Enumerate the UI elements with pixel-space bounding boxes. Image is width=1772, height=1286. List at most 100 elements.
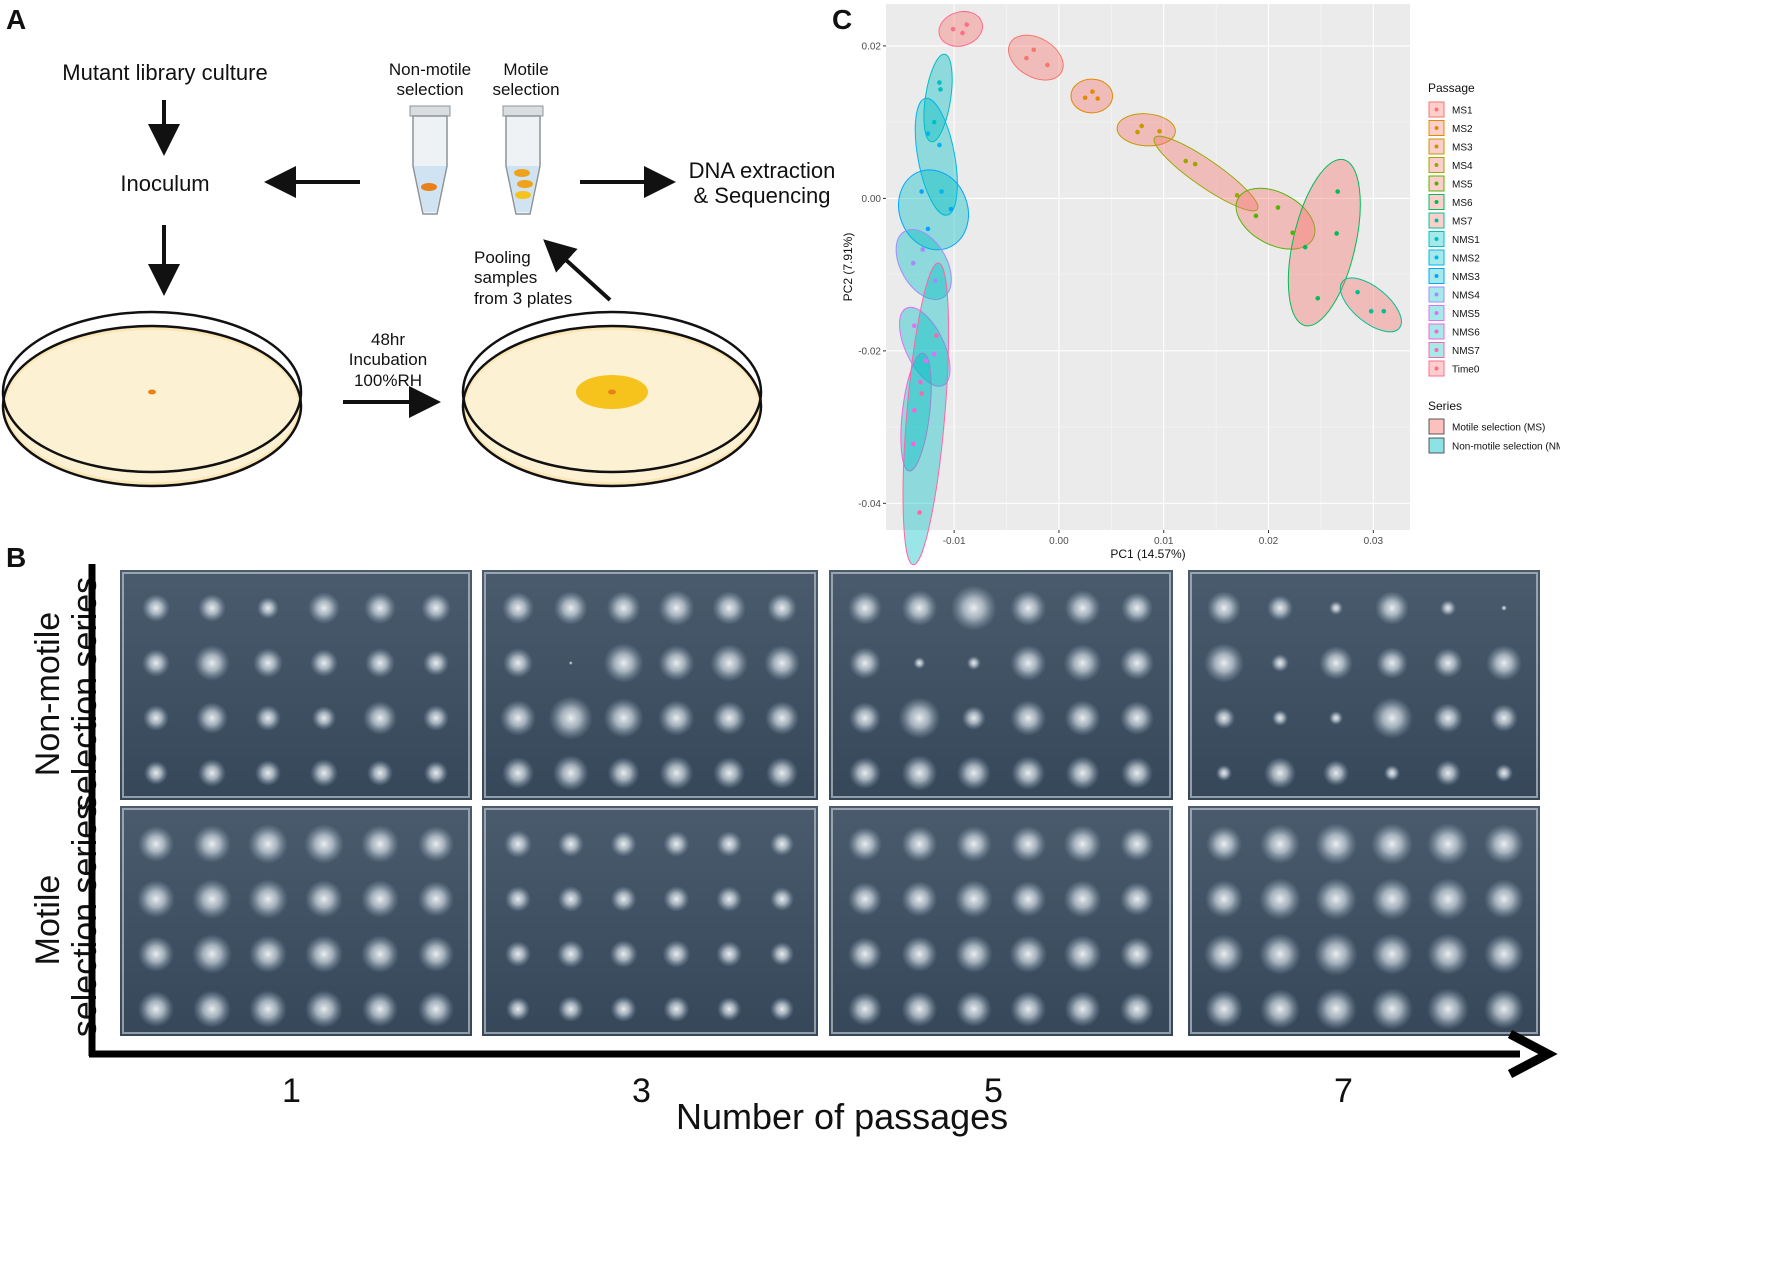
plate-photo-non-motile-p1 bbox=[120, 570, 472, 800]
colony bbox=[913, 657, 926, 669]
colony bbox=[610, 831, 637, 857]
data-point-ms4 bbox=[1183, 158, 1189, 164]
colony bbox=[1205, 990, 1243, 1028]
colony bbox=[255, 760, 281, 786]
colony bbox=[710, 644, 749, 682]
colony bbox=[1329, 601, 1343, 615]
colony bbox=[961, 706, 986, 730]
data-point-nms4 bbox=[932, 278, 938, 284]
colony bbox=[1010, 881, 1047, 917]
legend-item-nms5: NMS5 bbox=[1428, 304, 1480, 322]
confidence-ellipse-nms5 bbox=[899, 306, 951, 387]
colony bbox=[1010, 645, 1047, 681]
legend-item-nms2: NMS2 bbox=[1428, 249, 1480, 266]
data-point-nms1 bbox=[931, 119, 937, 125]
colony bbox=[956, 756, 991, 790]
legend-item-ms7: MS7 bbox=[1428, 212, 1473, 229]
data-point-ms5 bbox=[1275, 205, 1281, 210]
non-motile-selection-label: Non-motile selection bbox=[388, 60, 472, 100]
colony bbox=[898, 697, 941, 739]
data-point-ms6 bbox=[1335, 189, 1340, 194]
confidence-ellipse-ms4 bbox=[1153, 135, 1259, 212]
colony bbox=[1501, 605, 1507, 611]
colony bbox=[198, 594, 226, 622]
colony bbox=[1010, 700, 1047, 736]
colony bbox=[423, 705, 449, 731]
svg-text:NMS1: NMS1 bbox=[1452, 235, 1480, 246]
panel-b-letter: B bbox=[6, 542, 27, 573]
passage-axis-title: Number of passages bbox=[676, 1096, 1009, 1137]
motile-selection-label: Motile selection bbox=[492, 60, 560, 100]
colony bbox=[764, 645, 800, 681]
colony bbox=[658, 590, 695, 626]
confidence-ellipse-time0 bbox=[938, 10, 984, 47]
colony bbox=[955, 826, 992, 862]
legend-item-ms6: MS6 bbox=[1428, 193, 1473, 211]
colony bbox=[607, 757, 640, 789]
colony bbox=[1433, 703, 1463, 733]
x-tick-label: 0.00 bbox=[1049, 536, 1069, 547]
colony bbox=[1010, 991, 1047, 1027]
colony bbox=[1260, 824, 1300, 864]
colony bbox=[1010, 590, 1047, 626]
x-tick-label: -0.01 bbox=[943, 536, 966, 547]
colony bbox=[502, 592, 534, 624]
x-tick-label: 0.01 bbox=[1154, 536, 1174, 547]
colony bbox=[253, 648, 283, 678]
data-point-ms3 bbox=[1135, 129, 1140, 135]
mutant-library-label: Mutant library culture bbox=[62, 60, 268, 85]
data-point-nms1 bbox=[937, 80, 942, 85]
colony bbox=[1204, 934, 1244, 974]
colony bbox=[1427, 988, 1469, 1030]
colony bbox=[1329, 711, 1343, 725]
colony bbox=[248, 879, 288, 919]
colony bbox=[1484, 989, 1524, 1029]
colony bbox=[418, 936, 454, 972]
svg-text:MS6: MS6 bbox=[1452, 198, 1473, 209]
colony bbox=[849, 757, 881, 789]
colony bbox=[610, 996, 637, 1022]
data-point-nms3 bbox=[948, 206, 954, 212]
plate-photo-motile-p1 bbox=[120, 806, 472, 1036]
colony bbox=[1433, 648, 1463, 678]
colony bbox=[1371, 933, 1413, 975]
svg-text:MS4: MS4 bbox=[1452, 161, 1473, 172]
colony bbox=[1490, 704, 1518, 732]
plate-photo-motile-p3 bbox=[482, 806, 818, 1036]
colony bbox=[717, 997, 742, 1021]
svg-text:MS2: MS2 bbox=[1452, 124, 1473, 135]
arrow-pooling bbox=[543, 239, 612, 302]
svg-text:NMS3: NMS3 bbox=[1452, 272, 1480, 283]
colony bbox=[770, 832, 794, 856]
colony bbox=[1267, 595, 1293, 621]
data-point-ms1 bbox=[1031, 47, 1037, 53]
panel-a-letter: A bbox=[6, 4, 27, 35]
colony bbox=[1216, 765, 1232, 781]
colony bbox=[1323, 760, 1349, 786]
x-tick-label: 0.03 bbox=[1364, 536, 1384, 547]
colony bbox=[950, 585, 997, 631]
colony bbox=[770, 887, 794, 911]
colony bbox=[305, 990, 343, 1028]
colony bbox=[1063, 880, 1102, 918]
colony bbox=[1371, 823, 1413, 865]
data-point-time0 bbox=[960, 30, 965, 36]
colony bbox=[1375, 591, 1409, 625]
x-tick-label: 0.02 bbox=[1259, 536, 1279, 547]
colony bbox=[1205, 880, 1243, 918]
svg-text:Time0: Time0 bbox=[1452, 365, 1480, 376]
colony bbox=[954, 935, 993, 973]
confidence-ellipse-nms2 bbox=[914, 97, 958, 216]
colony bbox=[1213, 707, 1235, 729]
colony bbox=[606, 591, 641, 625]
colony bbox=[1271, 654, 1289, 672]
data-point-ms2 bbox=[1095, 96, 1100, 101]
plate-photo-non-motile-p3 bbox=[482, 570, 818, 800]
colony bbox=[603, 698, 644, 738]
colony bbox=[1063, 935, 1102, 973]
colony bbox=[418, 881, 454, 917]
confidence-ellipse-nms7 bbox=[902, 262, 950, 566]
petri-dish-colony bbox=[461, 310, 763, 488]
colony bbox=[901, 881, 938, 917]
data-point-ms2 bbox=[1090, 89, 1095, 94]
